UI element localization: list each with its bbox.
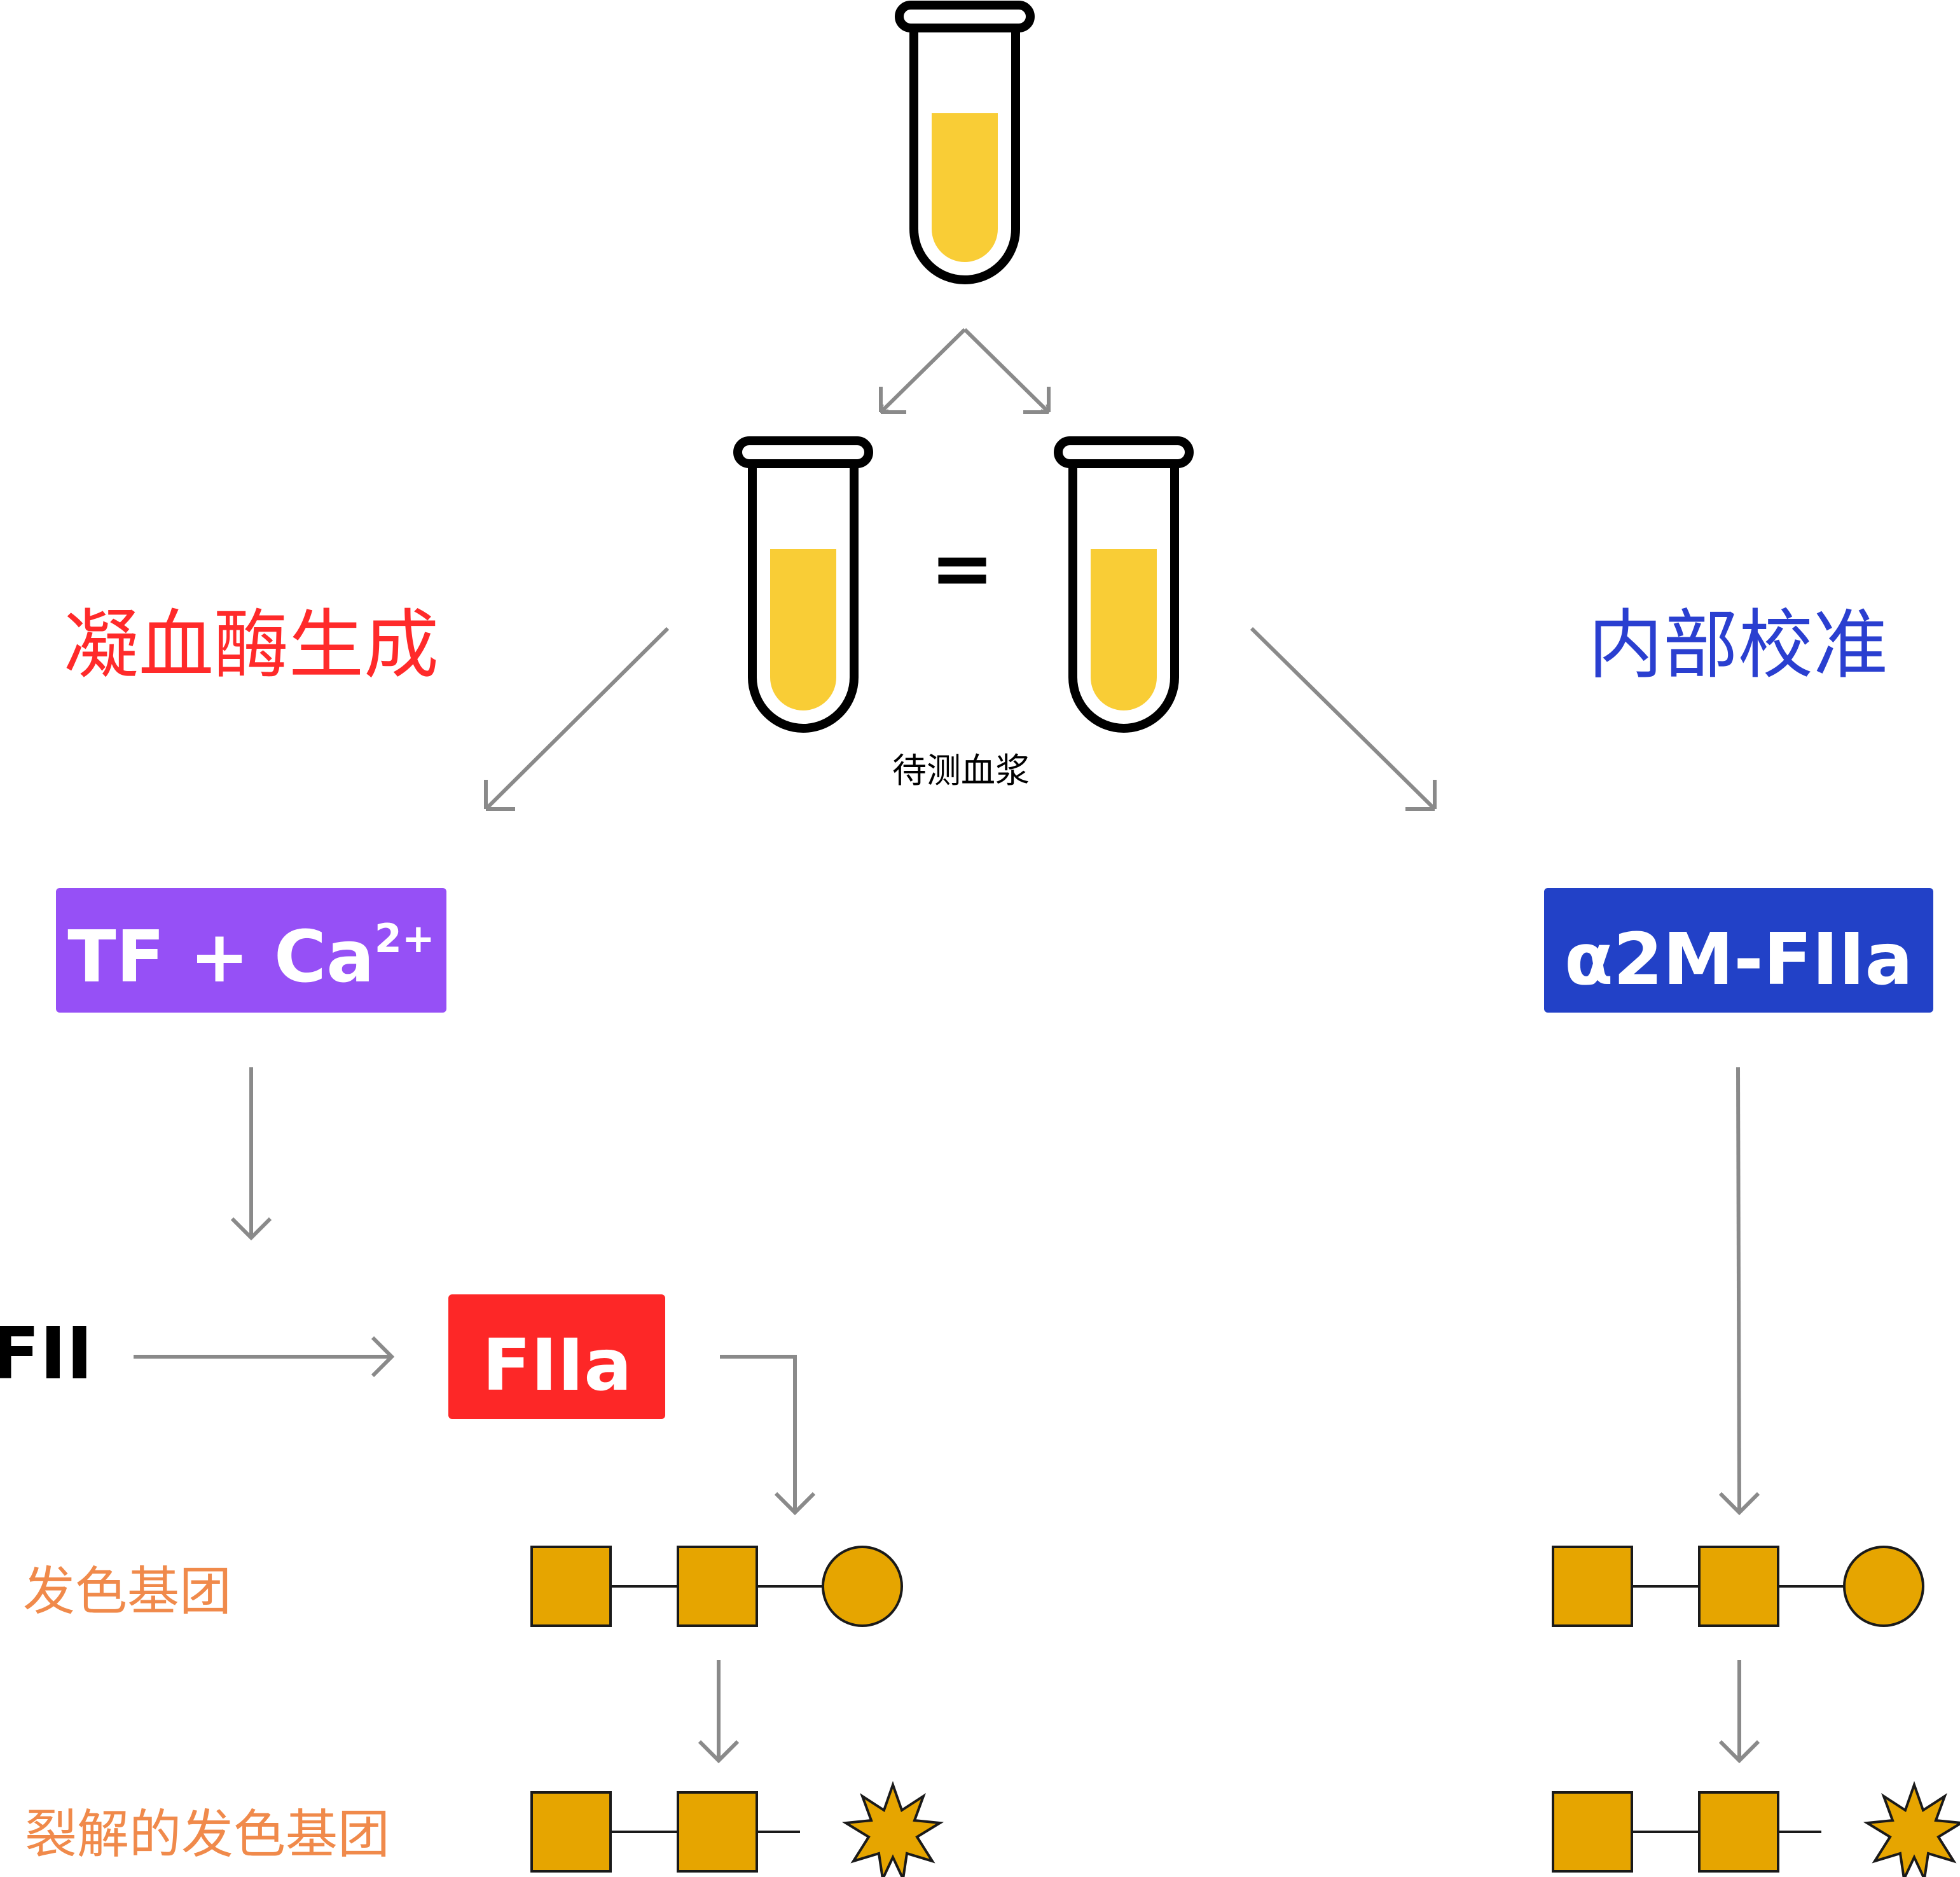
chromophore-circle-icon: [1843, 1546, 1924, 1627]
reagent-superscript: 2+: [375, 915, 435, 962]
split-arrow-left: [879, 328, 967, 414]
chromophore-square-icon: [530, 1791, 612, 1873]
cleaved-chromophore-label: 裂解的发色基团: [25, 1804, 390, 1865]
cleaved-substrate-left: [530, 1791, 800, 1873]
chromophore-substrate-right: [1552, 1546, 1924, 1627]
chromophore-square-icon: [1698, 1791, 1779, 1873]
released-chromophore-star-icon: [1863, 1780, 1960, 1877]
chromophore-square-icon: [530, 1546, 612, 1627]
chromophore-square-icon: [1698, 1546, 1779, 1627]
enzyme-box-fiia: FIIa: [448, 1294, 665, 1419]
enzyme-text: FIIa: [482, 1324, 631, 1407]
plasma-label: 待测血浆: [892, 751, 1030, 791]
chromophore-square-icon: [677, 1546, 758, 1627]
cleaved-substrate-right: [1552, 1791, 1821, 1873]
fii-to-fiia-arrow: [134, 1336, 395, 1378]
fii-label: FII: [0, 1313, 93, 1396]
branch-arrow-right: [1250, 627, 1437, 811]
left-branch-title: 凝血酶生成: [64, 601, 439, 689]
equals-sign: =: [930, 525, 995, 613]
reagent-box-tf-ca: TF + Ca2+: [56, 888, 446, 1013]
chromophore-square-icon: [1552, 1791, 1633, 1873]
svg-text:TF + Ca2+: TF + Ca2+: [67, 915, 435, 999]
chromophore-circle-icon: [822, 1546, 903, 1627]
branch-arrow-left: [484, 627, 670, 811]
fiia-to-substrate-arrow: [720, 1355, 816, 1516]
split-arrows: [879, 328, 1051, 414]
chromophore-label: 发色基团: [23, 1562, 231, 1622]
split-arrow-right: [963, 328, 1051, 414]
left-down-arrow: [230, 1067, 272, 1241]
calibrator-text: α2M-FIIa: [1564, 918, 1913, 1001]
right-down-arrow: [1718, 1067, 1760, 1516]
test-tube-icon: [733, 436, 873, 733]
reagent-text: TF + Ca: [67, 916, 375, 999]
branch-arrows: [484, 627, 1437, 811]
test-tube-icon: [1054, 436, 1194, 733]
cleavage-arrows: [698, 1660, 1760, 1764]
calibrator-box-a2m-fiia: α2M-FIIa: [1544, 888, 1933, 1013]
chromophore-square-icon: [1552, 1546, 1633, 1627]
test-tube-icon: [895, 1, 1035, 284]
chromophore-substrate-left: [530, 1546, 903, 1627]
chromophore-square-icon: [677, 1791, 758, 1873]
released-chromophore-star-icon: [841, 1780, 944, 1877]
right-branch-title: 内部校准: [1588, 601, 1888, 689]
